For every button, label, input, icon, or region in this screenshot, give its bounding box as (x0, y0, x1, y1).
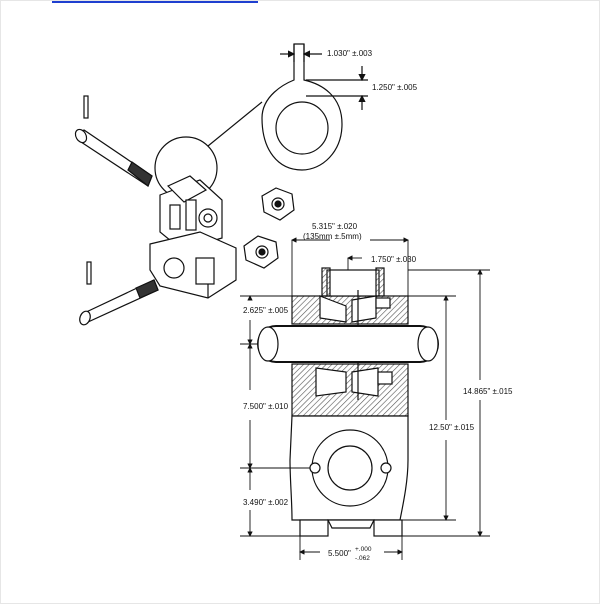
lower-clevis (149, 231, 237, 299)
upper-clevis (159, 175, 223, 251)
upper-pin (74, 95, 153, 187)
dim-base-width: 5.500" (328, 549, 351, 558)
slotted-ring-detail (261, 43, 368, 171)
hex-nut-upper (261, 187, 295, 221)
dim-slot-width: 1.030" ±.003 (327, 49, 373, 58)
dim-bar-to-hole: 7.500" ±.010 (243, 402, 289, 411)
callout-leader (207, 101, 263, 147)
dim-overall-height: 14.865" ±.015 (463, 387, 513, 396)
dim-base-width-tol-minus: -.062 (355, 555, 370, 562)
lower-pin (79, 261, 159, 326)
section-dimensions (240, 237, 490, 560)
dim-hole-to-base: 3.490" ±.002 (243, 498, 289, 507)
dim-slot-depth: 1.250" ±.005 (372, 83, 418, 92)
dim-overall-width-metric: (135mm ±.5mm) (303, 232, 362, 241)
section-view (257, 267, 439, 537)
dim-base-width-tol-plus: +.000 (355, 546, 372, 553)
dim-mid-height: 12.50" ±.015 (429, 423, 475, 432)
dim-overall-width: 5.315" ±.020 (312, 222, 358, 231)
exploded-assembly (74, 95, 295, 326)
hex-nut-lower (243, 235, 279, 269)
dim-top-to-bar: 2.625" ±.005 (243, 306, 289, 315)
dim-center-offset: 1.750" ±.030 (371, 255, 417, 264)
top-accent-bar (52, 0, 258, 3)
